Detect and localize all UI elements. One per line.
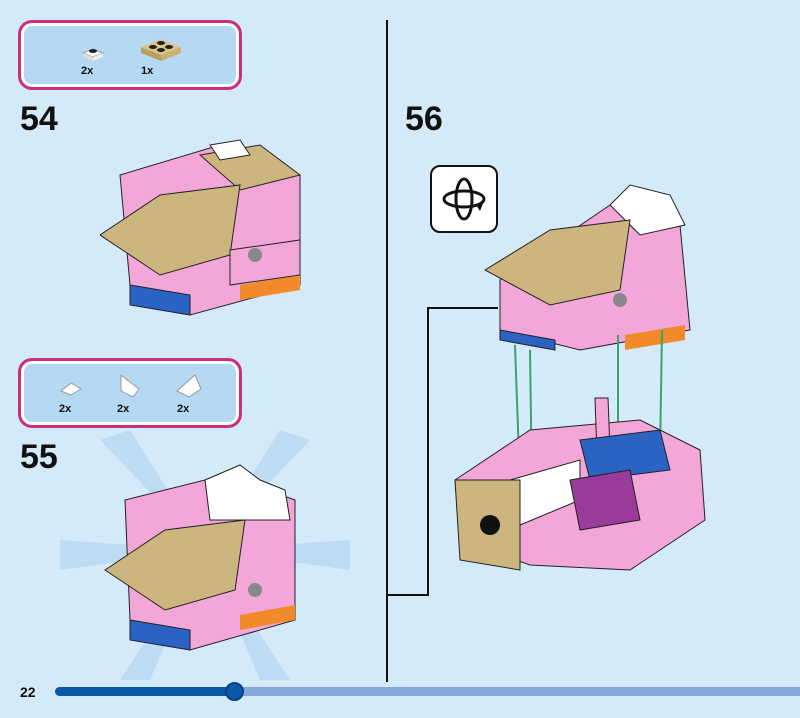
white-plate-part-icon xyxy=(81,48,105,61)
white-wedge-part-icon xyxy=(120,373,140,398)
step-number: 56 xyxy=(405,100,443,138)
white-slope-part-icon xyxy=(60,382,82,396)
model-step-54 xyxy=(100,139,302,316)
part-qty: 2x xyxy=(177,403,190,415)
part-qty: 1x xyxy=(141,65,154,77)
step-number: 54 xyxy=(20,100,58,138)
page-number: 22 xyxy=(20,684,36,700)
white-wedge-part-icon xyxy=(176,374,202,398)
tan-plate-part-icon xyxy=(141,39,181,61)
progress-fill xyxy=(55,687,234,696)
part-qty: 2x xyxy=(117,403,130,415)
part-qty: 2x xyxy=(59,403,72,415)
column-divider xyxy=(386,20,388,682)
rotate-model-icon xyxy=(430,165,498,233)
progress-bar xyxy=(55,682,800,701)
progress-thumb xyxy=(224,682,244,701)
parts-callout-step-54: 2x 1x xyxy=(18,20,242,90)
model-step-55 xyxy=(60,430,350,680)
part-qty: 2x xyxy=(81,65,94,77)
model-step-56 xyxy=(388,184,706,596)
step-number: 55 xyxy=(20,438,58,476)
parts-callout-step-55: 2x 2x 2x xyxy=(18,358,242,428)
